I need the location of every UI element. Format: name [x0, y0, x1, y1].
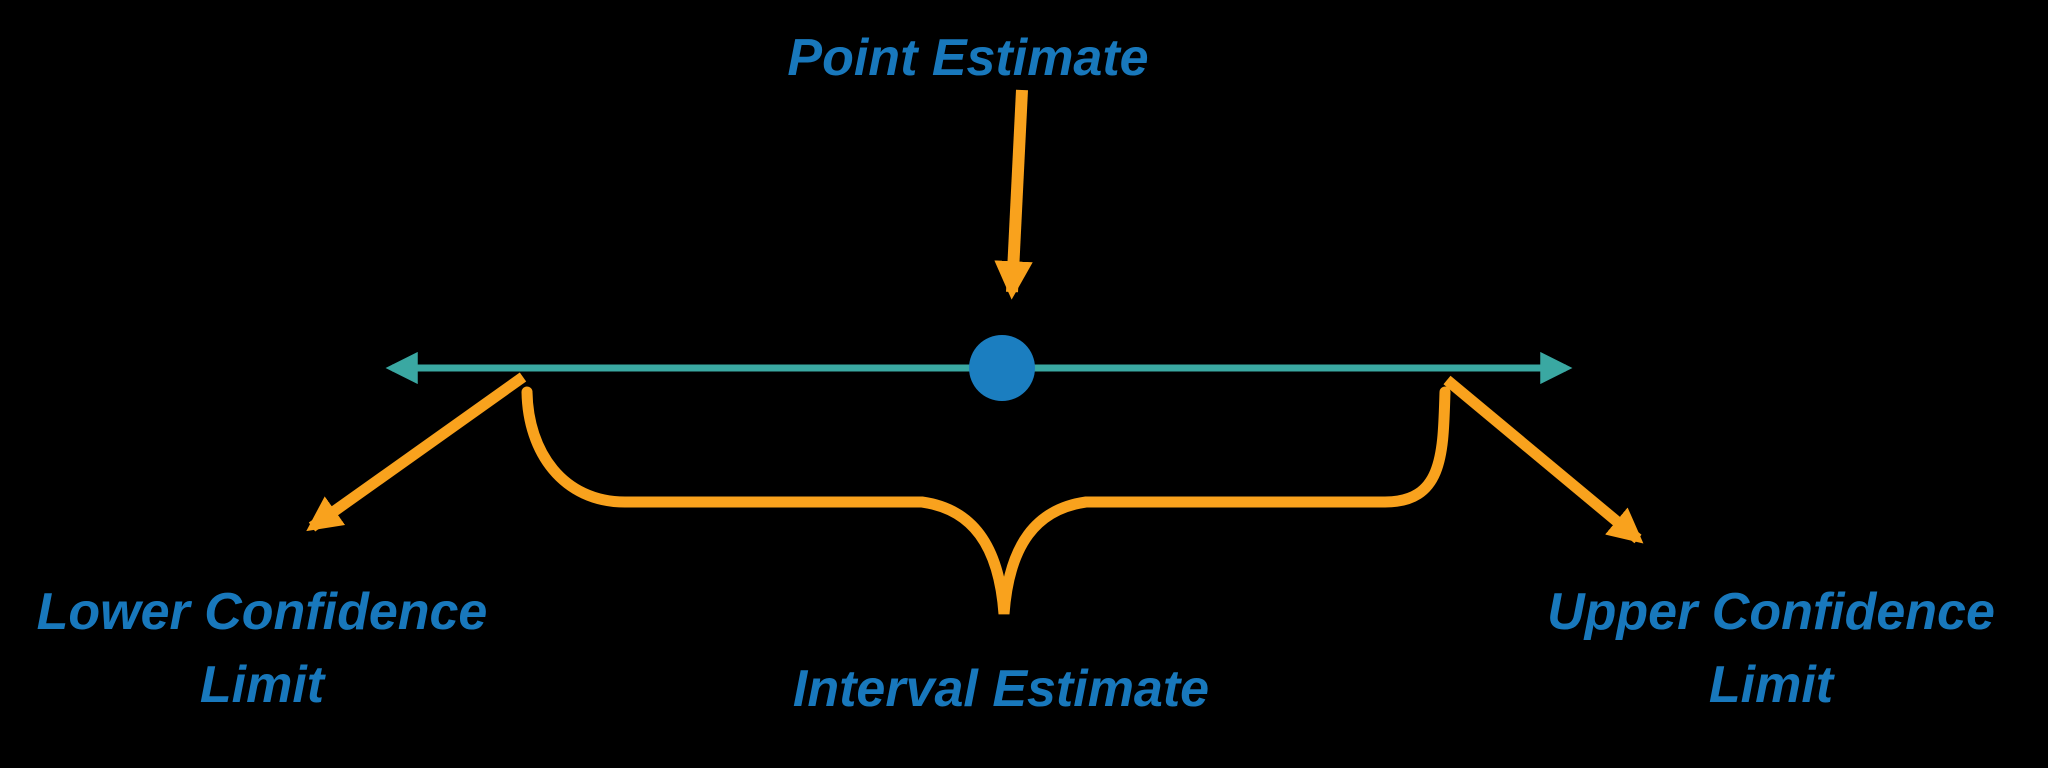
- point-estimate-arrow: [994, 89, 1033, 300]
- lower-limit-label-line2: Limit: [200, 656, 327, 714]
- interval-brace: [521, 386, 1451, 615]
- upper-limit-label-line2: Limit: [1709, 656, 1836, 714]
- point-marker: [969, 335, 1035, 401]
- lower-limit-arrow: [306, 372, 527, 532]
- upper-limit-arrow: [1443, 375, 1644, 544]
- lower-limit-label-line1: Lower Confidence: [37, 583, 488, 641]
- point-estimate-label: Point Estimate: [787, 29, 1148, 87]
- interval-estimate-label: Interval Estimate: [793, 660, 1209, 718]
- upper-limit-label-line1: Upper Confidence: [1547, 583, 1995, 641]
